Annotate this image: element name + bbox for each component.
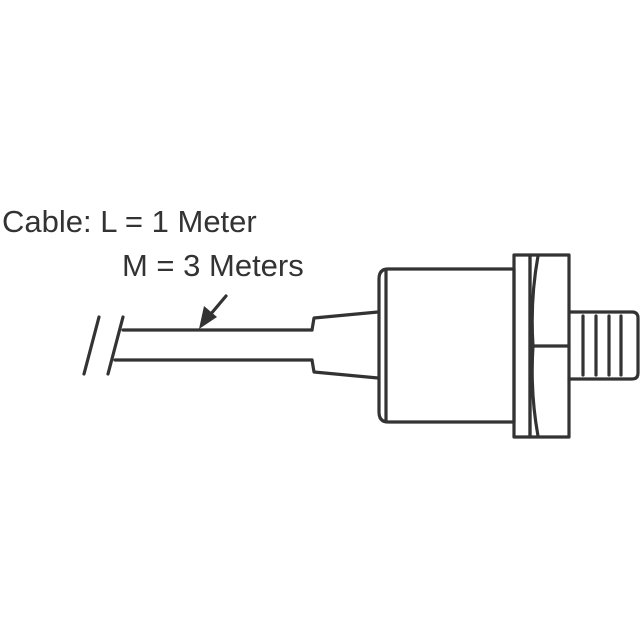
cable xyxy=(82,315,314,376)
threaded-fitting xyxy=(567,310,640,381)
leader-arrow xyxy=(199,294,228,329)
cable-length-label-1: Cable: L = 1 Meter xyxy=(2,204,257,239)
sensor-body xyxy=(377,267,516,424)
flange xyxy=(512,253,532,439)
hex-nut xyxy=(528,253,571,439)
strain-relief xyxy=(310,310,380,380)
cable-length-label-2: M = 3 Meters xyxy=(122,248,304,283)
